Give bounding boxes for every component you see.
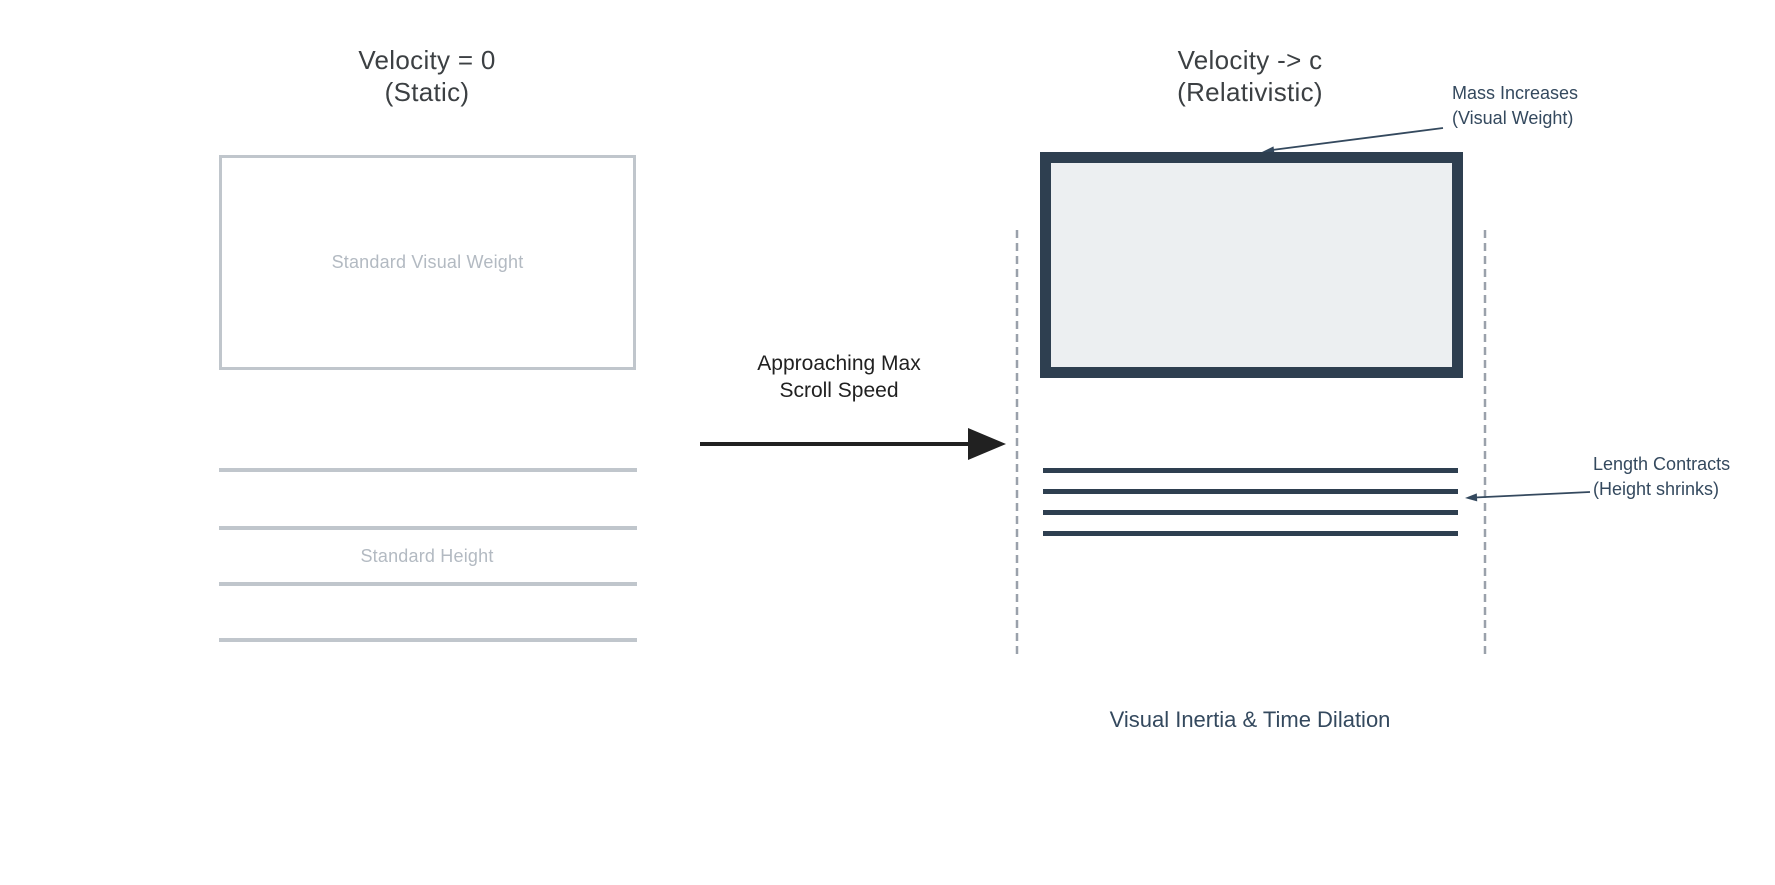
length-annotation-line1: Length Contracts (1593, 454, 1731, 474)
scroll-speed-arrow-head (968, 428, 1006, 460)
static-content-line-3 (219, 582, 637, 586)
static-title-line1: Velocity = 0 (358, 45, 496, 75)
standard-height-label: Standard Height (360, 546, 494, 566)
static-content-line-1 (219, 468, 637, 472)
mass-leader-arrow (1262, 127, 1444, 155)
static-title-line2: (Static) (384, 77, 470, 107)
transition-label-line1: Approaching Max (757, 352, 921, 375)
length-annotation-line2: (Height shrinks) (1593, 479, 1720, 499)
relativistic-title-line1: Velocity -> c (1177, 45, 1323, 75)
transition-label: Approaching Max Scroll Speed (689, 350, 989, 404)
relativistic-panel-title: Velocity -> c (Relativistic) (1050, 44, 1450, 108)
relativistic-content-line-4 (1043, 531, 1458, 536)
scroll-speed-arrow (700, 428, 1006, 460)
length-leader-arrowhead (1465, 493, 1478, 502)
static-content-line-2 (219, 526, 637, 530)
mass-leader-line (1271, 127, 1444, 151)
mass-increase-annotation: Mass Increases (Visual Weight) (1452, 81, 1578, 131)
diagram-caption: Visual Inertia & Time Dilation (1109, 707, 1391, 732)
length-contracts-annotation: Length Contracts (Height shrinks) (1593, 452, 1730, 502)
transition-label-line2: Scroll Speed (779, 379, 899, 402)
static-panel-title: Velocity = 0 (Static) (227, 44, 627, 108)
static-content-line-4 (219, 638, 637, 642)
relativistic-content-line-3 (1043, 510, 1458, 515)
mass-annotation-line1: Mass Increases (1452, 83, 1579, 103)
length-leader-line (1474, 491, 1591, 499)
heavy-weight-box (1040, 152, 1463, 378)
relativistic-content-line-2 (1043, 489, 1458, 494)
standard-weight-label: Standard Visual Weight (331, 252, 524, 272)
mass-annotation-line2: (Visual Weight) (1452, 108, 1574, 128)
standard-weight-box: Standard Visual Weight (219, 155, 636, 370)
relativistic-content-line-1 (1043, 468, 1458, 473)
relativistic-title-line2: (Relativistic) (1177, 77, 1323, 107)
length-leader-arrow (1465, 491, 1591, 502)
